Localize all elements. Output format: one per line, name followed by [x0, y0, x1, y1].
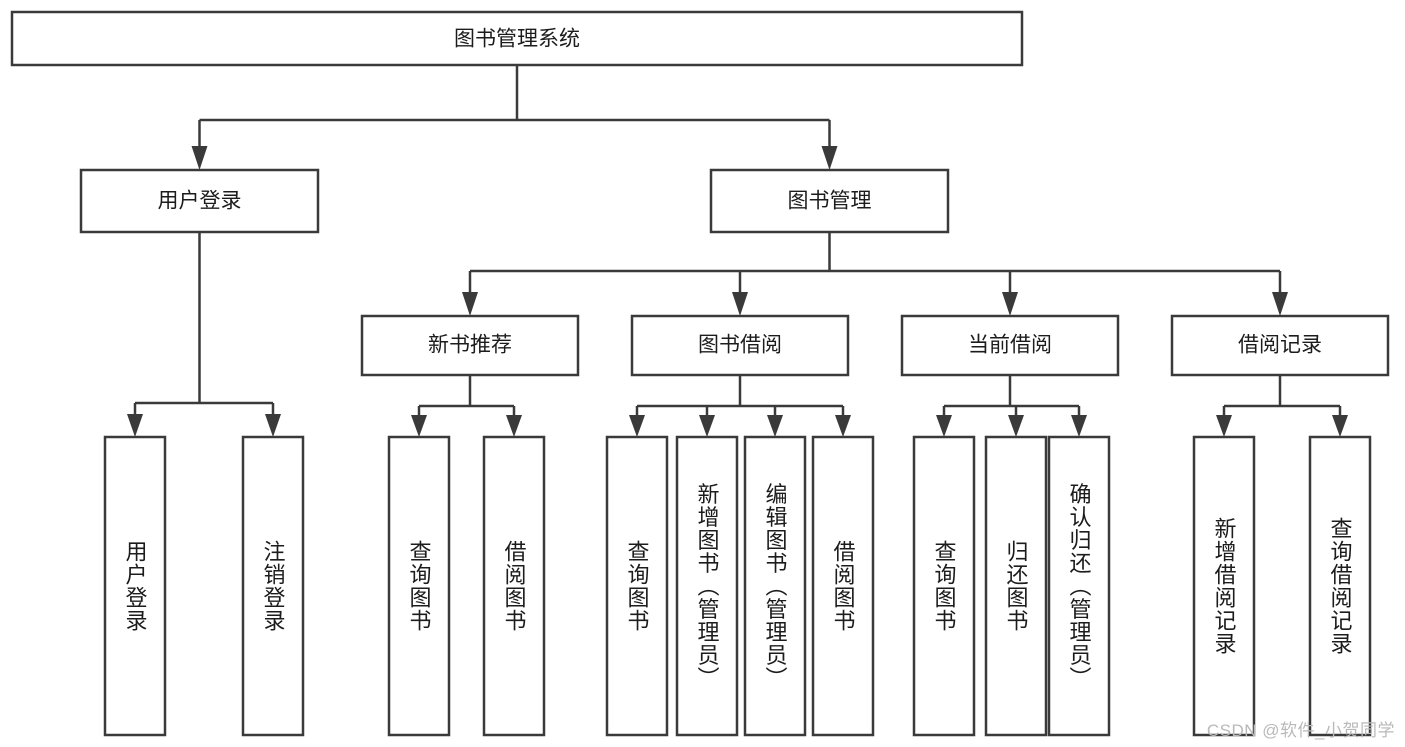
node-book-management-label: 图书管理 — [788, 190, 872, 213]
arrow-head-leaf-query-borrow-record — [1332, 415, 1348, 437]
node-leaf-user-login-label: 用户登录 — [123, 540, 148, 632]
node-leaf-query-book-current[interactable]: 查询图书 — [912, 435, 976, 737]
node-leaf-edit-book-box[interactable] — [743, 435, 807, 737]
node-leaf-query-book-recommend[interactable]: 查询图书 — [387, 435, 451, 737]
node-leaf-borrow-book-recommend[interactable]: 借阅图书 — [482, 435, 546, 737]
node-leaf-add-book-label: 新增图书（管理员） — [695, 483, 720, 690]
node-leaf-query-book-recommend-box[interactable] — [387, 435, 451, 737]
arrow-head-leaf-user-login — [127, 414, 143, 437]
node-leaf-edit-book[interactable]: 编辑图书（管理员） — [743, 435, 807, 737]
node-leaf-add-borrow-record[interactable]: 新增借阅记录 — [1192, 435, 1256, 737]
node-leaf-confirm-return-label: 确认归还（管理员） — [1067, 483, 1092, 690]
node-leaf-query-borrow-record-box[interactable] — [1308, 435, 1372, 737]
arrow-head-user-login — [191, 146, 208, 170]
node-leaf-user-login[interactable]: 用户登录 — [103, 435, 167, 737]
connector-layer — [127, 65, 1348, 437]
arrow-head-leaf-query-book-current — [936, 415, 952, 437]
arrow-head-leaf-borrow-book-recommend — [506, 415, 522, 437]
node-user-login-label: 用户登录 — [158, 190, 242, 213]
node-leaf-query-book-current-label: 查询图书 — [932, 540, 957, 632]
arrow-head-leaf-add-borrow-record — [1216, 415, 1232, 437]
node-leaf-borrow-book[interactable]: 借阅图书 — [811, 435, 875, 737]
node-leaf-add-borrow-record-label: 新增借阅记录 — [1212, 517, 1237, 655]
node-new-book-recommend[interactable]: 新书推荐 — [360, 314, 580, 377]
node-root-label: 图书管理系统 — [454, 28, 580, 51]
node-leaf-query-book-borrow[interactable]: 查询图书 — [605, 435, 669, 737]
csdn-watermark: CSDN @软件_小贺同学 — [1206, 721, 1395, 740]
node-leaf-return-book-label: 归还图书 — [1004, 540, 1029, 632]
node-leaf-return-book[interactable]: 归还图书 — [984, 435, 1048, 737]
arrow-head-book-management — [821, 146, 838, 170]
arrow-head-borrow-record — [1272, 292, 1288, 316]
node-book-borrow-label: 图书借阅 — [698, 334, 782, 357]
node-leaf-return-book-box[interactable] — [984, 435, 1048, 737]
node-leaf-logout[interactable]: 注销登录 — [241, 435, 305, 737]
node-leaf-edit-book-label: 编辑图书（管理员） — [763, 483, 788, 690]
node-current-borrow-label: 当前借阅 — [968, 334, 1052, 357]
node-leaf-user-login-box[interactable] — [103, 435, 167, 737]
node-borrow-record-box[interactable] — [1170, 314, 1390, 377]
node-current-borrow-box[interactable] — [900, 314, 1120, 377]
node-root-box[interactable] — [10, 10, 1024, 67]
arrow-head-current-borrow — [1002, 292, 1018, 316]
node-book-borrow-box[interactable] — [630, 314, 850, 377]
node-book-borrow[interactable]: 图书借阅 — [630, 314, 850, 377]
arrow-head-leaf-query-book-borrow — [629, 415, 645, 437]
node-user-login[interactable]: 用户登录 — [79, 168, 320, 234]
node-leaf-query-borrow-record[interactable]: 查询借阅记录 — [1308, 435, 1372, 737]
node-leaf-query-book-recommend-label: 查询图书 — [407, 540, 432, 632]
node-leaf-query-book-current-box[interactable] — [912, 435, 976, 737]
node-leaf-borrow-book-box[interactable] — [811, 435, 875, 737]
node-leaf-query-book-borrow-box[interactable] — [605, 435, 669, 737]
node-leaf-add-book[interactable]: 新增图书（管理员） — [675, 435, 739, 737]
node-leaf-add-book-box[interactable] — [675, 435, 739, 737]
arrow-head-leaf-logout — [265, 414, 281, 437]
node-borrow-record-label: 借阅记录 — [1238, 334, 1322, 357]
node-leaf-confirm-return-box[interactable] — [1047, 435, 1111, 737]
node-leaf-logout-label: 注销登录 — [261, 540, 286, 632]
node-leaf-borrow-book-recommend-label: 借阅图书 — [502, 540, 527, 632]
node-user-login-box[interactable] — [79, 168, 320, 234]
node-book-management-box[interactable] — [709, 168, 950, 234]
arrow-head-leaf-add-book — [699, 415, 715, 437]
arrow-head-leaf-borrow-book — [835, 415, 851, 437]
node-leaf-borrow-book-recommend-box[interactable] — [482, 435, 546, 737]
arrow-head-leaf-return-book — [1008, 415, 1024, 437]
node-leaf-borrow-book-label: 借阅图书 — [831, 540, 856, 632]
node-leaf-query-borrow-record-label: 查询借阅记录 — [1328, 517, 1353, 655]
node-new-book-recommend-label: 新书推荐 — [428, 334, 512, 357]
node-leaf-logout-box[interactable] — [241, 435, 305, 737]
node-book-management[interactable]: 图书管理 — [709, 168, 950, 234]
node-new-book-recommend-box[interactable] — [360, 314, 580, 377]
arrow-head-leaf-edit-book — [767, 415, 783, 437]
node-root[interactable]: 图书管理系统 — [10, 10, 1024, 67]
node-leaf-add-borrow-record-box[interactable] — [1192, 435, 1256, 737]
arrow-head-book-borrow — [732, 292, 748, 316]
node-leaf-confirm-return[interactable]: 确认归还（管理员） — [1047, 435, 1111, 737]
arrow-head-leaf-confirm-return — [1071, 415, 1087, 437]
arrow-head-new-book-recommend — [462, 292, 478, 316]
node-leaf-query-book-borrow-label: 查询图书 — [625, 540, 650, 632]
node-current-borrow[interactable]: 当前借阅 — [900, 314, 1120, 377]
arrow-head-leaf-query-book-recommend — [411, 415, 427, 437]
node-borrow-record[interactable]: 借阅记录 — [1170, 314, 1390, 377]
